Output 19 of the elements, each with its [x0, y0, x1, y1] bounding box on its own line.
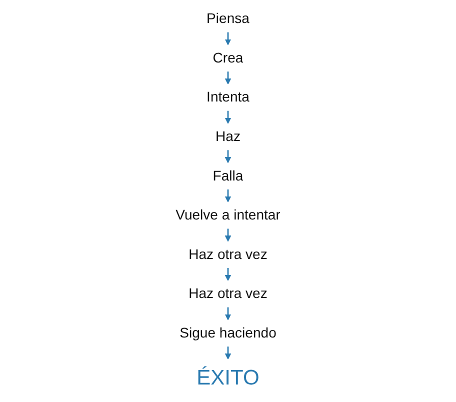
arrow	[224, 268, 232, 281]
node-text: Falla	[212, 168, 244, 184]
node-text: Piensa	[206, 11, 250, 27]
node-text: Haz otra vez	[188, 246, 268, 262]
arrow	[224, 150, 232, 164]
node-text: ÉXITO	[196, 366, 260, 390]
node-text: Haz	[216, 129, 240, 145]
node-text: Crea	[212, 50, 244, 66]
arrow	[224, 110, 232, 124]
node-text: Vuelve a intentar	[176, 208, 280, 224]
node-text: Haz otra vez	[188, 286, 268, 302]
arrow	[224, 228, 232, 242]
arrow	[224, 32, 232, 46]
node-text: Intenta	[206, 90, 250, 106]
node-text: Sigue haciendo	[180, 326, 276, 341]
arrow	[224, 346, 232, 360]
arrow	[224, 72, 232, 84]
arrow	[224, 307, 232, 320]
arrow	[224, 189, 232, 202]
